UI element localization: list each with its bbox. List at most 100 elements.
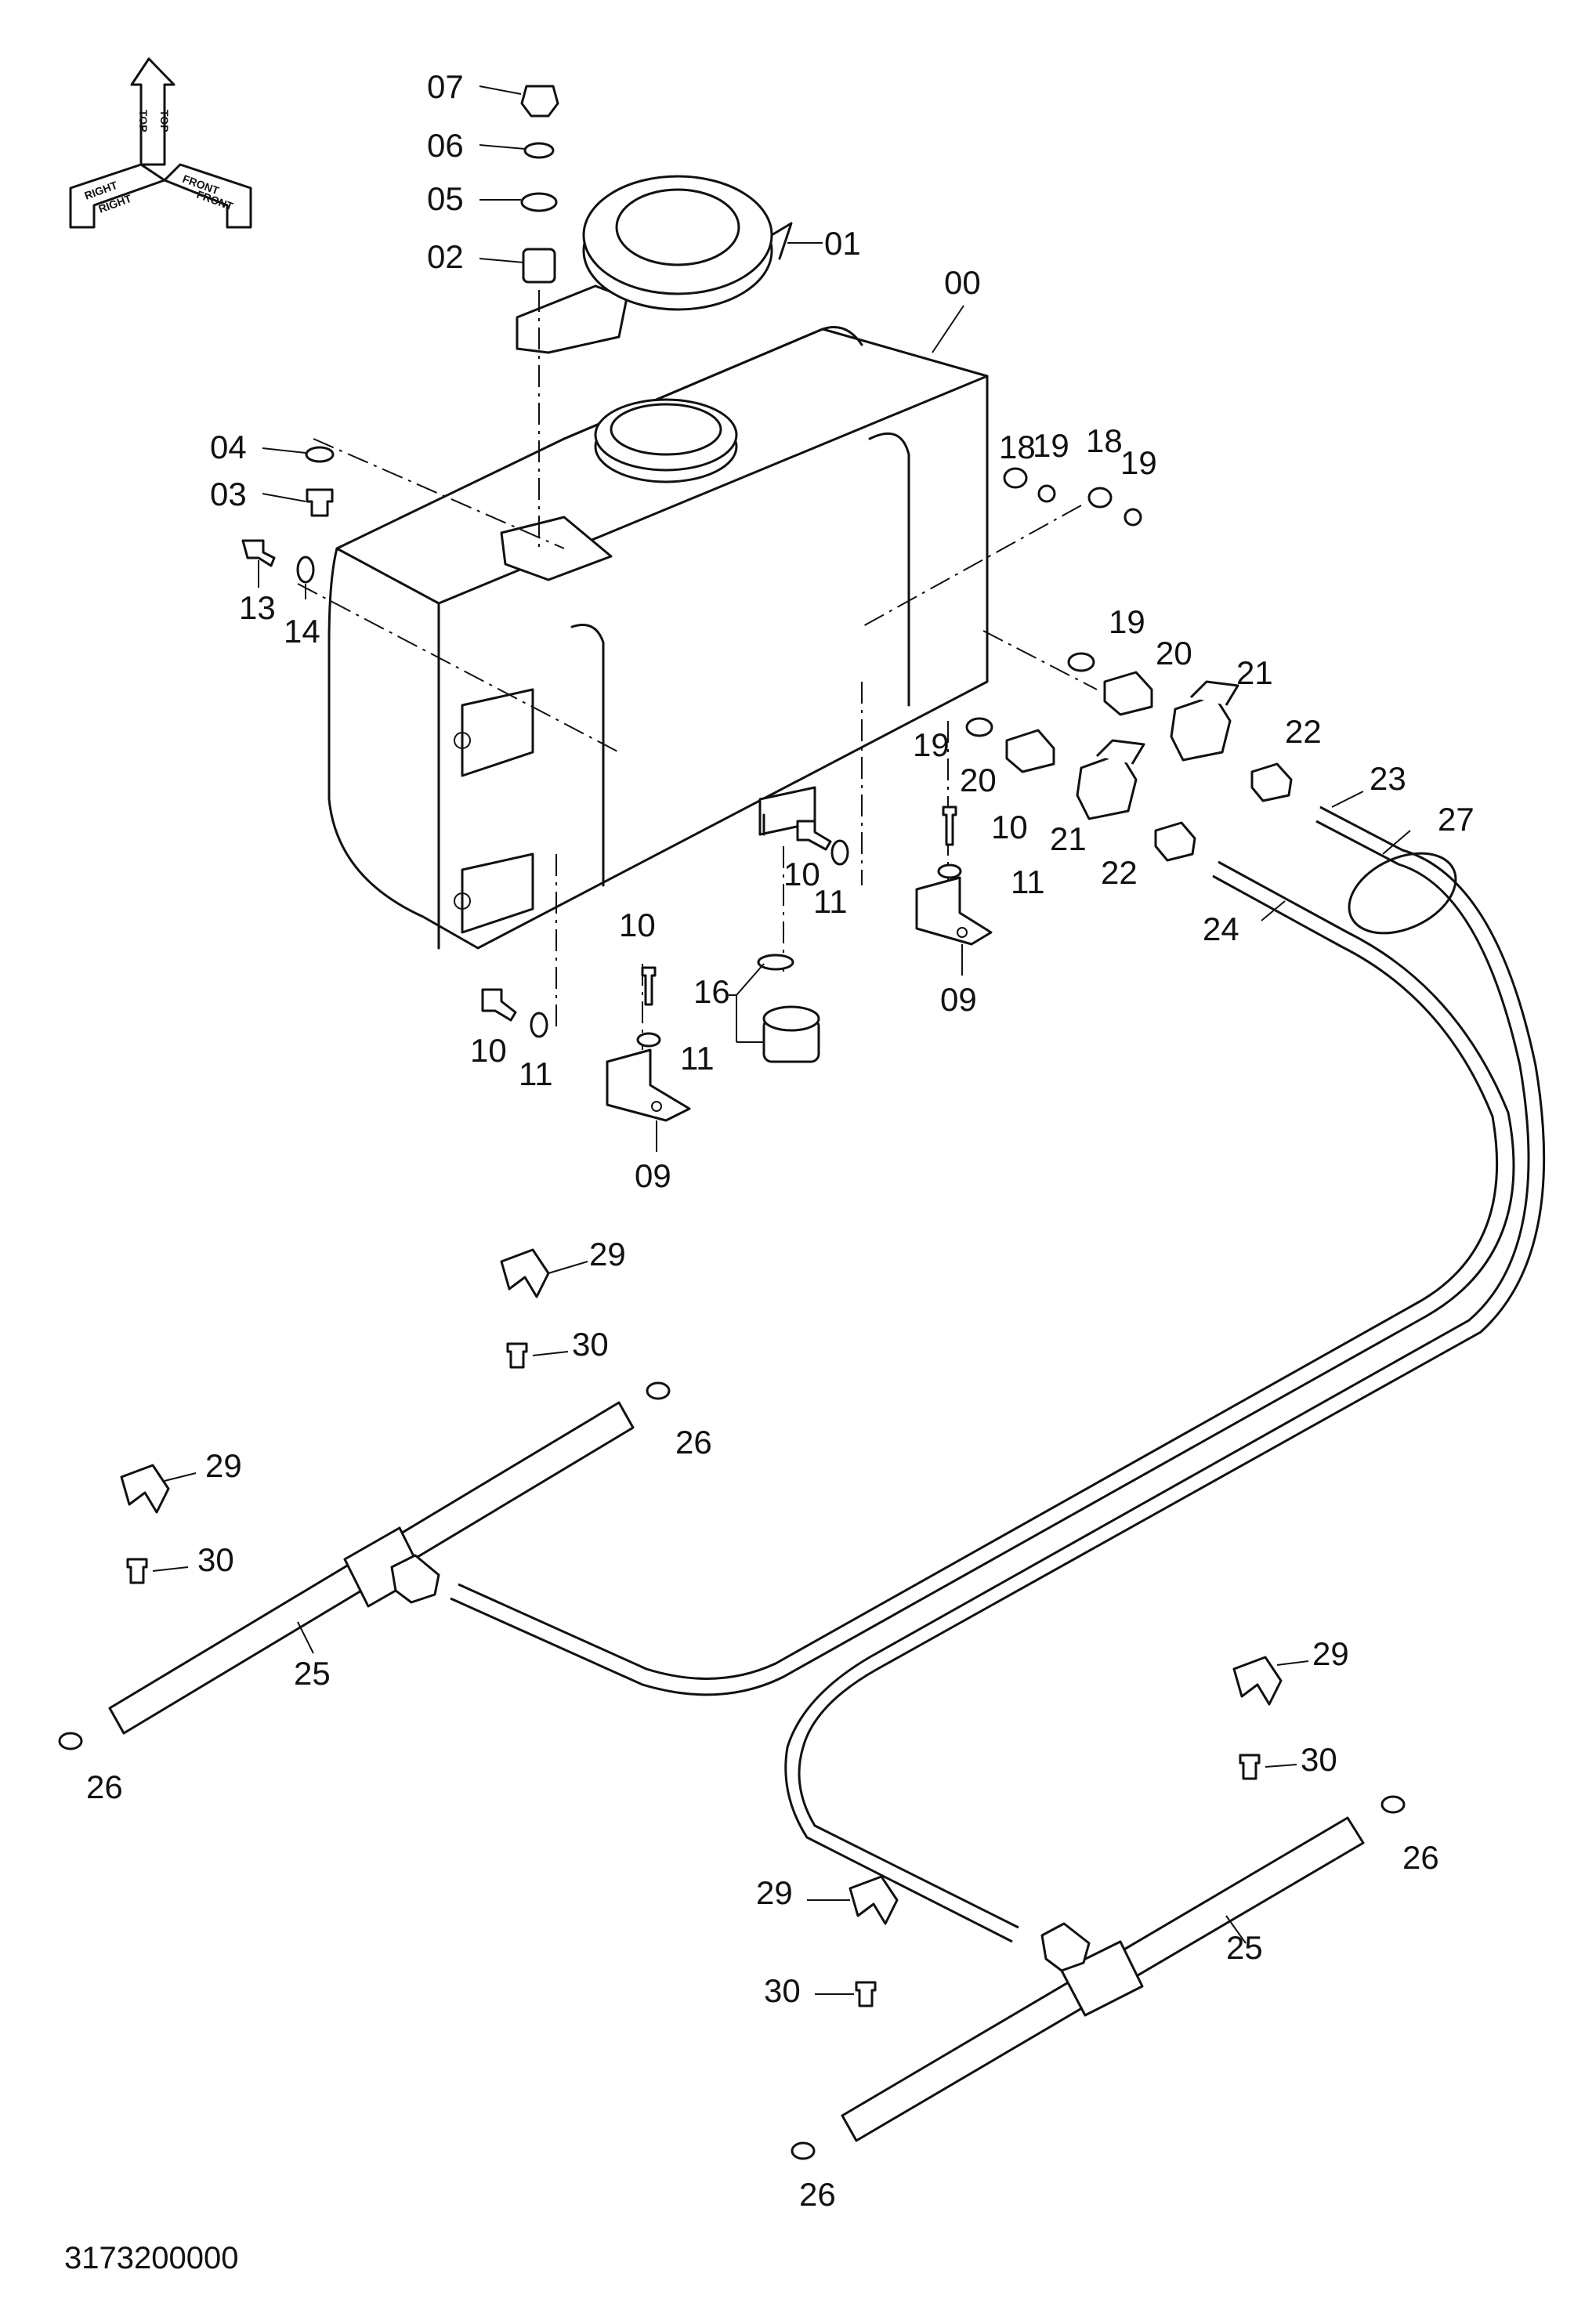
label-26d: 26 [799, 2176, 836, 2213]
label-29b: 29 [205, 1447, 242, 1484]
clamp-27 [1348, 852, 1457, 935]
valve-assembly [1005, 671, 1293, 862]
washer-11b [937, 863, 962, 879]
label-03: 03 [210, 476, 247, 512]
label-11d: 11 [519, 1055, 553, 1092]
washer-05 [520, 192, 558, 212]
label-19a: 19 [1033, 427, 1069, 464]
cap-nut-07 [520, 85, 559, 118]
callout-labels: 07 06 05 02 01 00 04 03 13 14 18 19 18 1… [64, 68, 1474, 2275]
label-29c: 29 [1312, 1635, 1349, 1672]
label-30c: 30 [1301, 1741, 1337, 1778]
label-20a: 20 [1156, 635, 1192, 671]
end-cap-26-left-a [646, 1381, 671, 1400]
label-16: 16 [693, 973, 730, 1010]
bolt-10c [641, 966, 657, 1006]
washer-11d [530, 1012, 548, 1038]
label-30d: 30 [764, 1972, 801, 2009]
label-18b: 18 [1086, 422, 1123, 459]
label-05: 05 [427, 180, 464, 217]
washer-11c [636, 1032, 661, 1048]
label-26b: 26 [86, 1768, 123, 1805]
label-23: 23 [1370, 760, 1406, 797]
label-29a: 29 [589, 1236, 626, 1272]
label-10c: 10 [619, 907, 656, 943]
cap-strap [516, 284, 628, 354]
label-10b: 10 [783, 856, 820, 892]
label-26a: 26 [675, 1424, 712, 1461]
washer-04 [305, 446, 335, 463]
fitting-22b [1154, 821, 1196, 862]
label-21a: 21 [1236, 654, 1273, 691]
bolt-10d [481, 988, 517, 1022]
label-20b: 20 [960, 762, 997, 798]
orientation-indicator: TOP TOP RIGHT RIGHT FRONT FRONT [69, 57, 252, 229]
label-09a: 09 [635, 1157, 671, 1194]
label-07: 07 [427, 68, 464, 105]
label-22b: 22 [1101, 854, 1138, 891]
washer-14 [296, 556, 315, 584]
bracket-09a [606, 1048, 691, 1122]
washer-19a [1037, 484, 1056, 503]
hose-24 [450, 860, 1515, 1696]
fitting-22a [1250, 762, 1293, 802]
nut-18b [1087, 487, 1113, 509]
label-04: 04 [210, 429, 247, 465]
screw-30-right-b [855, 1981, 877, 2007]
end-cap-26-right-a [1380, 1795, 1406, 1814]
clip-29-right-a [1232, 1656, 1283, 1706]
label-10d: 10 [470, 1032, 507, 1069]
nut-18a [1003, 467, 1028, 489]
clip-29-left-b [120, 1464, 170, 1514]
label-27: 27 [1438, 801, 1474, 838]
label-11b: 11 [813, 883, 848, 920]
label-19b: 19 [1120, 444, 1157, 481]
washer-11a [830, 839, 849, 866]
cap-assembly [516, 85, 793, 354]
label-19c: 19 [1109, 603, 1145, 640]
end-cap-26-right-b [791, 2141, 816, 2160]
fitting-20b [1005, 729, 1055, 773]
callout-leaders [152, 85, 1411, 1995]
hose-23 [798, 805, 1546, 1929]
label-13: 13 [239, 589, 276, 626]
fitting-20a [1103, 671, 1153, 716]
screw-30-left-b [126, 1558, 148, 1584]
valve-21b [1076, 752, 1138, 820]
label-10a: 10 [991, 809, 1028, 845]
label-11c: 11 [680, 1040, 715, 1077]
bolt-03 [306, 488, 334, 517]
label-29d: 29 [756, 1874, 793, 1911]
label-26c: 26 [1402, 1839, 1439, 1876]
label-30a: 30 [572, 1326, 609, 1363]
label-22a: 22 [1285, 713, 1322, 750]
spray-bar-right [791, 1656, 1406, 2160]
spray-bar-left [58, 1248, 671, 1750]
label-00: 00 [944, 264, 981, 301]
label-30b: 30 [197, 1541, 234, 1578]
hoses [450, 805, 1546, 1943]
label-18a: 18 [999, 429, 1036, 465]
bracket-09b [915, 876, 993, 946]
label-24: 24 [1203, 910, 1239, 947]
screw-30-left-a [506, 1342, 528, 1369]
spacer-02 [522, 248, 556, 284]
label-25a: 25 [294, 1655, 331, 1692]
washer-19c [1067, 652, 1095, 672]
screw-30-right-a [1239, 1754, 1261, 1780]
washer-06 [523, 142, 555, 159]
end-cap-26-left-b [58, 1732, 83, 1750]
orient-top-2: TOP [158, 110, 171, 132]
bolt-10b [942, 805, 957, 846]
label-11a: 11 [1011, 863, 1045, 900]
clip-29-left-a [500, 1248, 550, 1298]
orient-top: TOP [137, 110, 150, 132]
washer-19b [1124, 508, 1142, 527]
bolt-13 [241, 539, 276, 567]
valve-21a [1170, 694, 1232, 762]
label-01: 01 [824, 225, 861, 262]
label-19d: 19 [913, 726, 950, 763]
clip-29-right-b [849, 1875, 899, 1925]
tank-00 [327, 326, 989, 950]
